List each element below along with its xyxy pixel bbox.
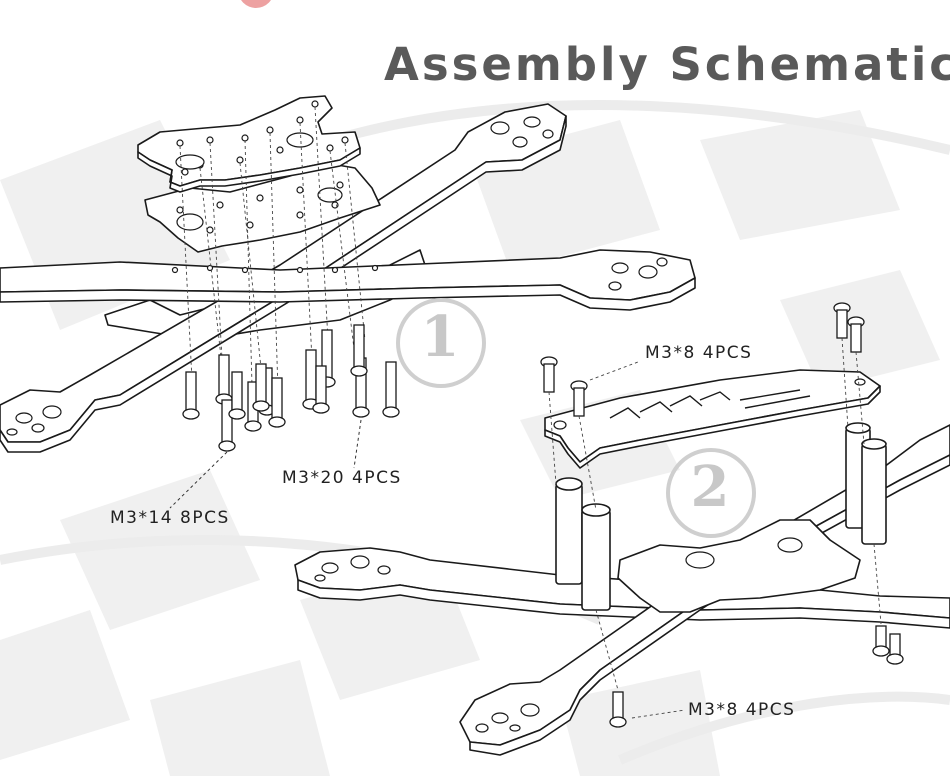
step-badge-2: 2 — [690, 454, 730, 520]
callout-m3x8-top: M3*8 4PCS — [645, 343, 753, 363]
standoffs — [555, 422, 887, 611]
top-edge-mark — [238, 0, 274, 8]
callout-m3x20: M3*20 4PCS — [282, 468, 402, 488]
step-badge-1: 1 — [420, 304, 460, 370]
step-badge-ring-1 — [396, 298, 486, 388]
screws-m3x8-bottom — [609, 625, 904, 728]
callout-m3x8-bottom: M3*8 4PCS — [688, 700, 796, 720]
page-title: Assembly Schematic — [384, 38, 950, 91]
background-pattern — [0, 110, 940, 776]
screws-m3x20 — [302, 324, 400, 418]
callout-m3x14: M3*14 8PCS — [110, 508, 230, 528]
arm-left-right-2-thickness — [297, 579, 950, 629]
screws-m3x8-top — [540, 302, 865, 417]
top-plate-1-thickness — [137, 147, 361, 193]
arm-front-right-rear-left-1-thickness — [0, 115, 567, 453]
middle-plate-1 — [144, 161, 381, 253]
screws-m3x14 — [182, 354, 286, 452]
step-badge-ring-2 — [666, 448, 756, 538]
arm-diagonal-2-thickness — [469, 454, 950, 756]
